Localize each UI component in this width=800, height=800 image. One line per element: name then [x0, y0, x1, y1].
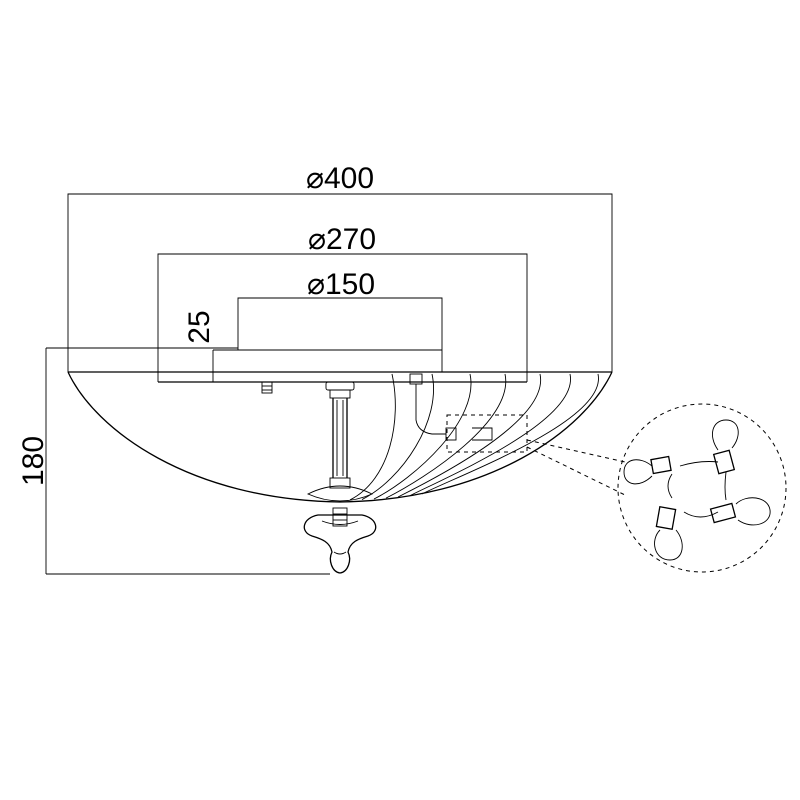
bulb-icon — [654, 506, 683, 561]
total-height-label: 180 — [17, 436, 50, 486]
bowl-rib — [421, 373, 599, 495]
glass-bowl — [67, 371, 613, 503]
bowl-rib — [361, 373, 434, 500]
dimension-middle-diameter: ⌀270 — [157, 223, 528, 382]
bulb-cluster-detail — [617, 403, 787, 573]
bowl-rib — [385, 373, 507, 499]
bowl-rib — [409, 373, 571, 497]
bulb-icon — [711, 419, 739, 475]
bowl-rib — [349, 373, 396, 501]
canopy-height-label: 25 — [183, 310, 216, 343]
outer-diameter-label: ⌀400 — [306, 162, 374, 195]
dimension-canopy-height: 25 — [183, 310, 442, 382]
inner-diameter-label: ⌀150 — [307, 268, 375, 301]
bowl-rib — [373, 373, 472, 500]
finial — [303, 507, 377, 574]
bowl-rib — [397, 373, 541, 498]
socket-detail — [409, 373, 626, 496]
middle-diameter-label: ⌀270 — [308, 223, 376, 256]
bulb-icon — [709, 497, 771, 526]
central-rod — [306, 381, 374, 502]
bulb-icon — [623, 455, 672, 485]
dimension-inner-diameter: ⌀150 — [237, 268, 443, 372]
dimension-total-height: 180 — [17, 347, 330, 575]
dimension-outer-diameter: ⌀400 — [67, 162, 613, 372]
